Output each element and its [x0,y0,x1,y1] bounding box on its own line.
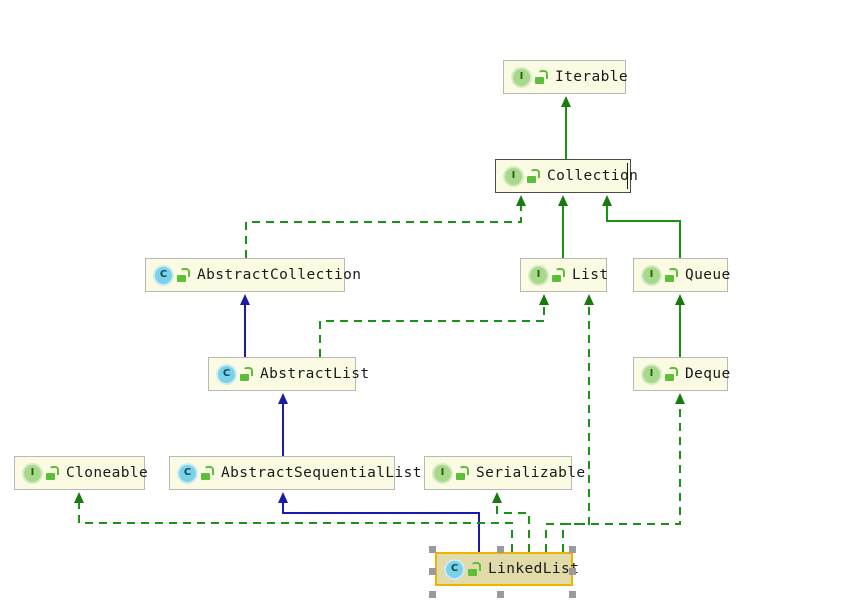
uml-node-abstractlist[interactable]: C AbstractList [208,357,369,391]
uml-node-iterable[interactable]: I Iterable [503,60,629,94]
unlocked-public-icon [44,466,59,480]
class-icon: C [446,560,463,578]
edge-linkedlist-to-deque[interactable] [562,393,685,552]
selection-handle-ne[interactable] [569,546,576,553]
interface-icon: I [434,464,451,482]
selection-handle-nw[interactable] [429,546,436,553]
edge-linkedlist-to-cloneable[interactable] [74,492,513,552]
edge-linkedlist-to-abstractsequentiallist[interactable] [278,492,480,552]
class-icon: C [179,464,196,482]
uml-node-list[interactable]: I List [520,258,609,292]
unlocked-public-icon [466,562,481,576]
uml-node-abstractcollection[interactable]: C AbstractCollection [145,258,361,292]
uml-node-label: List [572,267,609,283]
uml-node-label: AbstractCollection [197,267,362,283]
selection-handle-sw[interactable] [429,591,436,598]
selection-handle-s[interactable] [497,591,504,598]
uml-node-label: LinkedList [488,561,580,577]
uml-node-label: Iterable [555,69,629,85]
unlocked-public-icon [550,268,565,282]
edge-linkedlist-to-serializable[interactable] [492,492,530,552]
unlocked-public-icon [238,367,253,381]
selection-handle-e[interactable] [569,568,576,575]
uml-node-label: Collection [547,168,639,184]
edge-abstractcollection-to-collection[interactable] [245,195,526,258]
uml-node-label: Serializable [476,465,586,481]
uml-node-label: Cloneable [66,465,149,481]
interface-icon: I [643,266,660,284]
unlocked-public-icon [199,466,214,480]
selection-handle-n[interactable] [497,546,504,553]
unlocked-public-icon [663,268,678,282]
interface-icon: I [505,167,522,185]
class-icon: C [218,365,235,383]
uml-node-queue[interactable]: I Queue [633,258,731,292]
uml-node-serializable[interactable]: I Serializable [424,456,585,490]
uml-node-abstractsequentiallist[interactable]: C AbstractSequentialList [169,456,421,490]
uml-node-cloneable[interactable]: I Cloneable [14,456,149,490]
uml-node-collection[interactable]: I Collection [495,159,638,193]
class-icon: C [155,266,172,284]
selection-handle-w[interactable] [429,568,436,575]
unlocked-public-icon [454,466,469,480]
unlocked-public-icon [175,268,190,282]
text-cursor [627,163,628,189]
interface-icon: I [513,68,530,86]
uml-node-label: Queue [685,267,731,283]
uml-node-label: AbstractList [260,366,370,382]
edge-queue-to-collection[interactable] [602,195,681,258]
edge-abstractlist-to-list[interactable] [319,294,549,357]
uml-node-label: AbstractSequentialList [221,465,422,481]
interface-icon: I [643,365,660,383]
unlocked-public-icon [525,169,540,183]
uml-node-linkedlist[interactable]: C LinkedList [435,552,579,586]
unlocked-public-icon [533,70,548,84]
unlocked-public-icon [663,367,678,381]
interface-icon: I [24,464,41,482]
uml-node-deque[interactable]: I Deque [633,357,731,391]
interface-icon: I [530,266,547,284]
selection-handle-se[interactable] [569,591,576,598]
edge-linkedlist-to-list[interactable] [545,294,594,552]
uml-node-label: Deque [685,366,731,382]
